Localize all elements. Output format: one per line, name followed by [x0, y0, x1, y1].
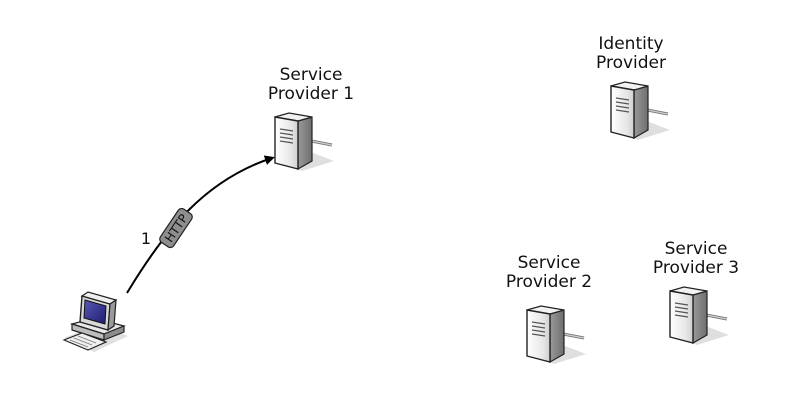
server-icon — [272, 111, 336, 173]
service-provider-1-label: Service Provider 1 — [268, 66, 354, 104]
service-provider-1-label-line1: Service — [279, 65, 343, 85]
http-protocol-tag: HTTP — [159, 207, 193, 249]
server-icon — [608, 80, 672, 142]
identity-provider-label-line2: Provider — [596, 53, 666, 73]
service-provider-2-label-line1: Service — [517, 253, 581, 273]
service-provider-3-label: Service Provider 3 — [653, 240, 739, 278]
server-icon — [524, 304, 588, 366]
service-provider-3-label-line1: Service — [664, 239, 728, 259]
desktop-computer-icon — [62, 291, 128, 352]
service-provider-1-label-line2: Provider 1 — [267, 84, 355, 104]
service-provider-2-label-line2: Provider 2 — [505, 272, 593, 292]
service-provider-2-label: Service Provider 2 — [506, 254, 592, 292]
identity-provider-label-line1: Identity — [598, 34, 664, 54]
service-provider-3-label-line2: Provider 3 — [652, 258, 740, 278]
identity-provider-label: Identity Provider — [596, 35, 666, 73]
server-icon — [667, 285, 731, 347]
http-connection-arrow — [126, 155, 275, 294]
step-number: 1 — [141, 229, 151, 248]
